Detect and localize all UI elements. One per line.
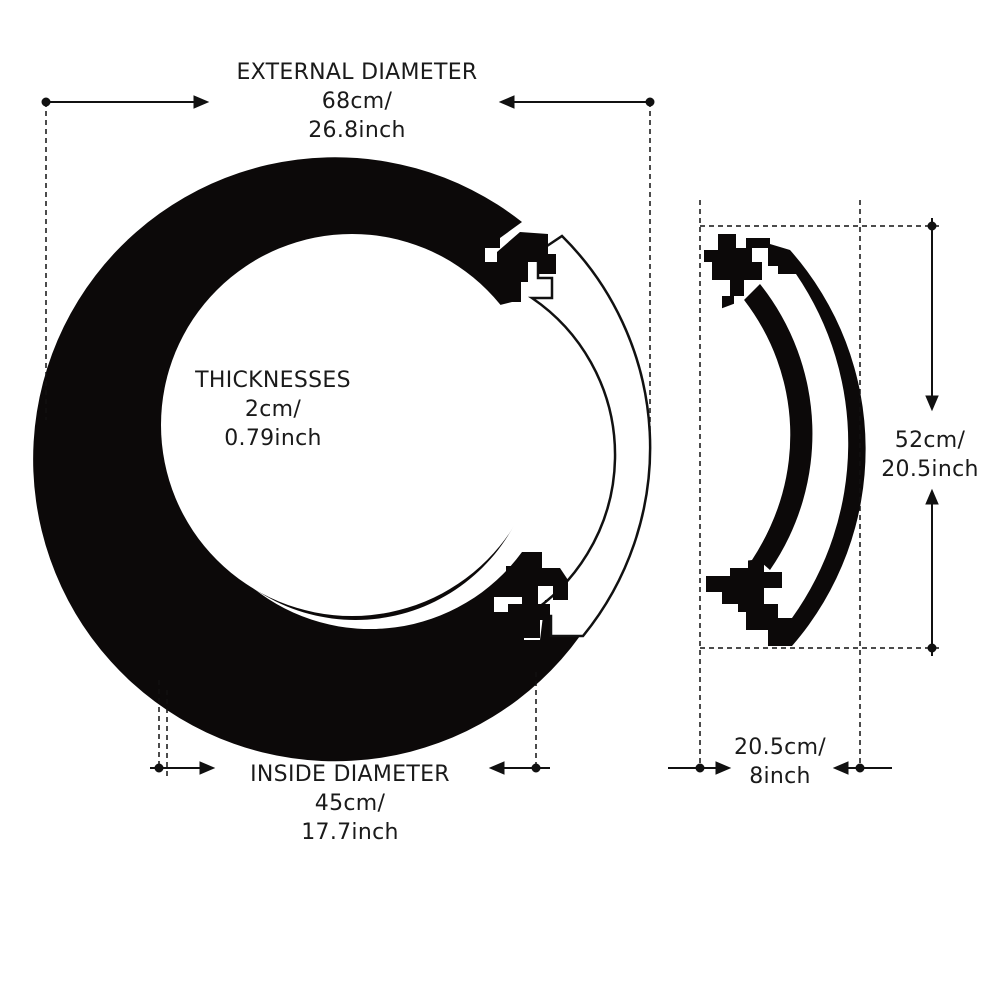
bottom-joint-tab: [506, 552, 568, 638]
thicknesses-imperial: 0.79inch: [224, 426, 322, 451]
dimension-lines: [41, 95, 940, 780]
top-joint-tab: [484, 232, 556, 302]
external-diameter-label: EXTERNAL DIAMETER 68cm/ 26.8inch: [200, 58, 514, 145]
thicknesses-metric: 2cm/: [244, 397, 302, 422]
segment-width-label: 20.5cm/ 8inch: [716, 733, 844, 791]
external-diameter-metric: 68cm/: [321, 89, 393, 114]
thicknesses-title: THICKNESSES: [195, 368, 351, 393]
inside-diameter-metric: 45cm/: [314, 791, 386, 816]
surround-ring: [33, 157, 652, 762]
segment-height-imperial: 20.5inch: [881, 457, 979, 482]
external-diameter-title: EXTERNAL DIAMETER: [236, 60, 478, 85]
segment-body: [704, 234, 866, 646]
inside-diameter-title: INSIDE DIAMETER: [250, 762, 450, 787]
external-diameter-imperial: 26.8inch: [308, 118, 406, 143]
inside-diameter-imperial: 17.7inch: [301, 820, 399, 845]
segment-height-metric: 52cm/: [894, 428, 966, 453]
segment-width-metric: 20.5cm/: [733, 735, 827, 760]
inner-edge: [161, 234, 543, 616]
inside-diameter-label: INSIDE DIAMETER 45cm/ 17.7inch: [218, 760, 482, 847]
surround-segment: [704, 234, 866, 646]
segment-width-imperial: 8inch: [749, 764, 811, 789]
segment-inner-edge: [708, 300, 790, 566]
thicknesses-label: THICKNESSES 2cm/ 0.79inch: [170, 366, 376, 453]
segment-height-label: 52cm/ 20.5inch: [860, 426, 1000, 484]
